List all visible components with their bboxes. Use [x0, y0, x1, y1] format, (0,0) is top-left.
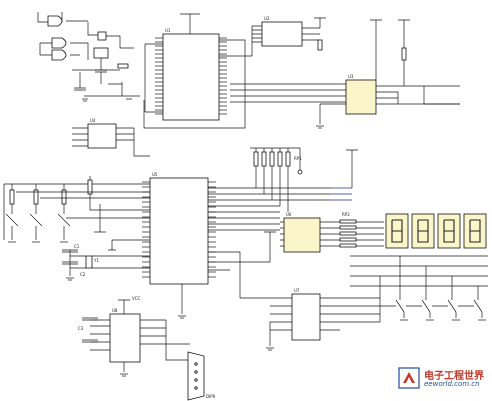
c2-label: C2 — [80, 272, 86, 277]
u6-label: U6 — [286, 212, 292, 217]
u7-chip: U7 — [240, 276, 381, 351]
u7-label: U7 — [294, 288, 300, 293]
rp1-label: RP1 — [294, 156, 302, 161]
u2-label: U2 — [264, 16, 270, 21]
digit-segments — [443, 219, 455, 243]
watermark-url: eeworld.com.cn — [424, 380, 480, 388]
seven-segment-displays — [385, 213, 487, 249]
rp1-pack: RP1 — [250, 147, 303, 212]
rp2-pack: RP2 — [339, 212, 384, 248]
u2-chip: U2 — [219, 16, 326, 57]
u3-label: U3 — [348, 74, 354, 79]
input-network — [3, 176, 150, 243]
u3-chip: U3 — [230, 19, 460, 129]
u8-chip: U8 C3 VCC DIP9 — [78, 296, 216, 401]
digit-drivers — [350, 255, 488, 321]
eeworld-logo-icon — [398, 367, 420, 389]
u5-pins-left — [142, 181, 150, 278]
digit-segments — [391, 219, 403, 243]
c3-label: C3 — [78, 326, 84, 331]
digit-segments — [417, 219, 429, 243]
c1-label: C1 — [74, 244, 80, 249]
watermark-title: 电子工程世界 — [424, 371, 484, 382]
eeworld-watermark: 电子工程世界 eeworld.com.cn — [398, 365, 486, 395]
gate-block — [37, 12, 140, 102]
digit-segments — [469, 219, 481, 243]
u1-pins-left — [155, 37, 163, 115]
u4-chip: U4 — [72, 118, 150, 157]
u5-mcu: U5 — [142, 172, 330, 319]
u1-label: U1 — [165, 28, 171, 33]
bus-wires — [330, 86, 460, 201]
u5-pins-right — [208, 181, 216, 278]
y1-label: Y1 — [93, 258, 99, 263]
u1-chip: U1 — [143, 13, 246, 129]
dip-label: DIP9 — [206, 394, 216, 399]
u6-chip: U6 — [264, 212, 340, 262]
u5-label: U5 — [152, 172, 158, 177]
vcc-label: VCC — [132, 296, 141, 301]
u8-label: U8 — [112, 308, 118, 313]
u4-label: U4 — [90, 118, 96, 123]
rp2-label: RP2 — [342, 212, 350, 217]
oscillator: Y1 C1 C2 — [62, 239, 150, 281]
u1-pins-right — [219, 37, 227, 115]
